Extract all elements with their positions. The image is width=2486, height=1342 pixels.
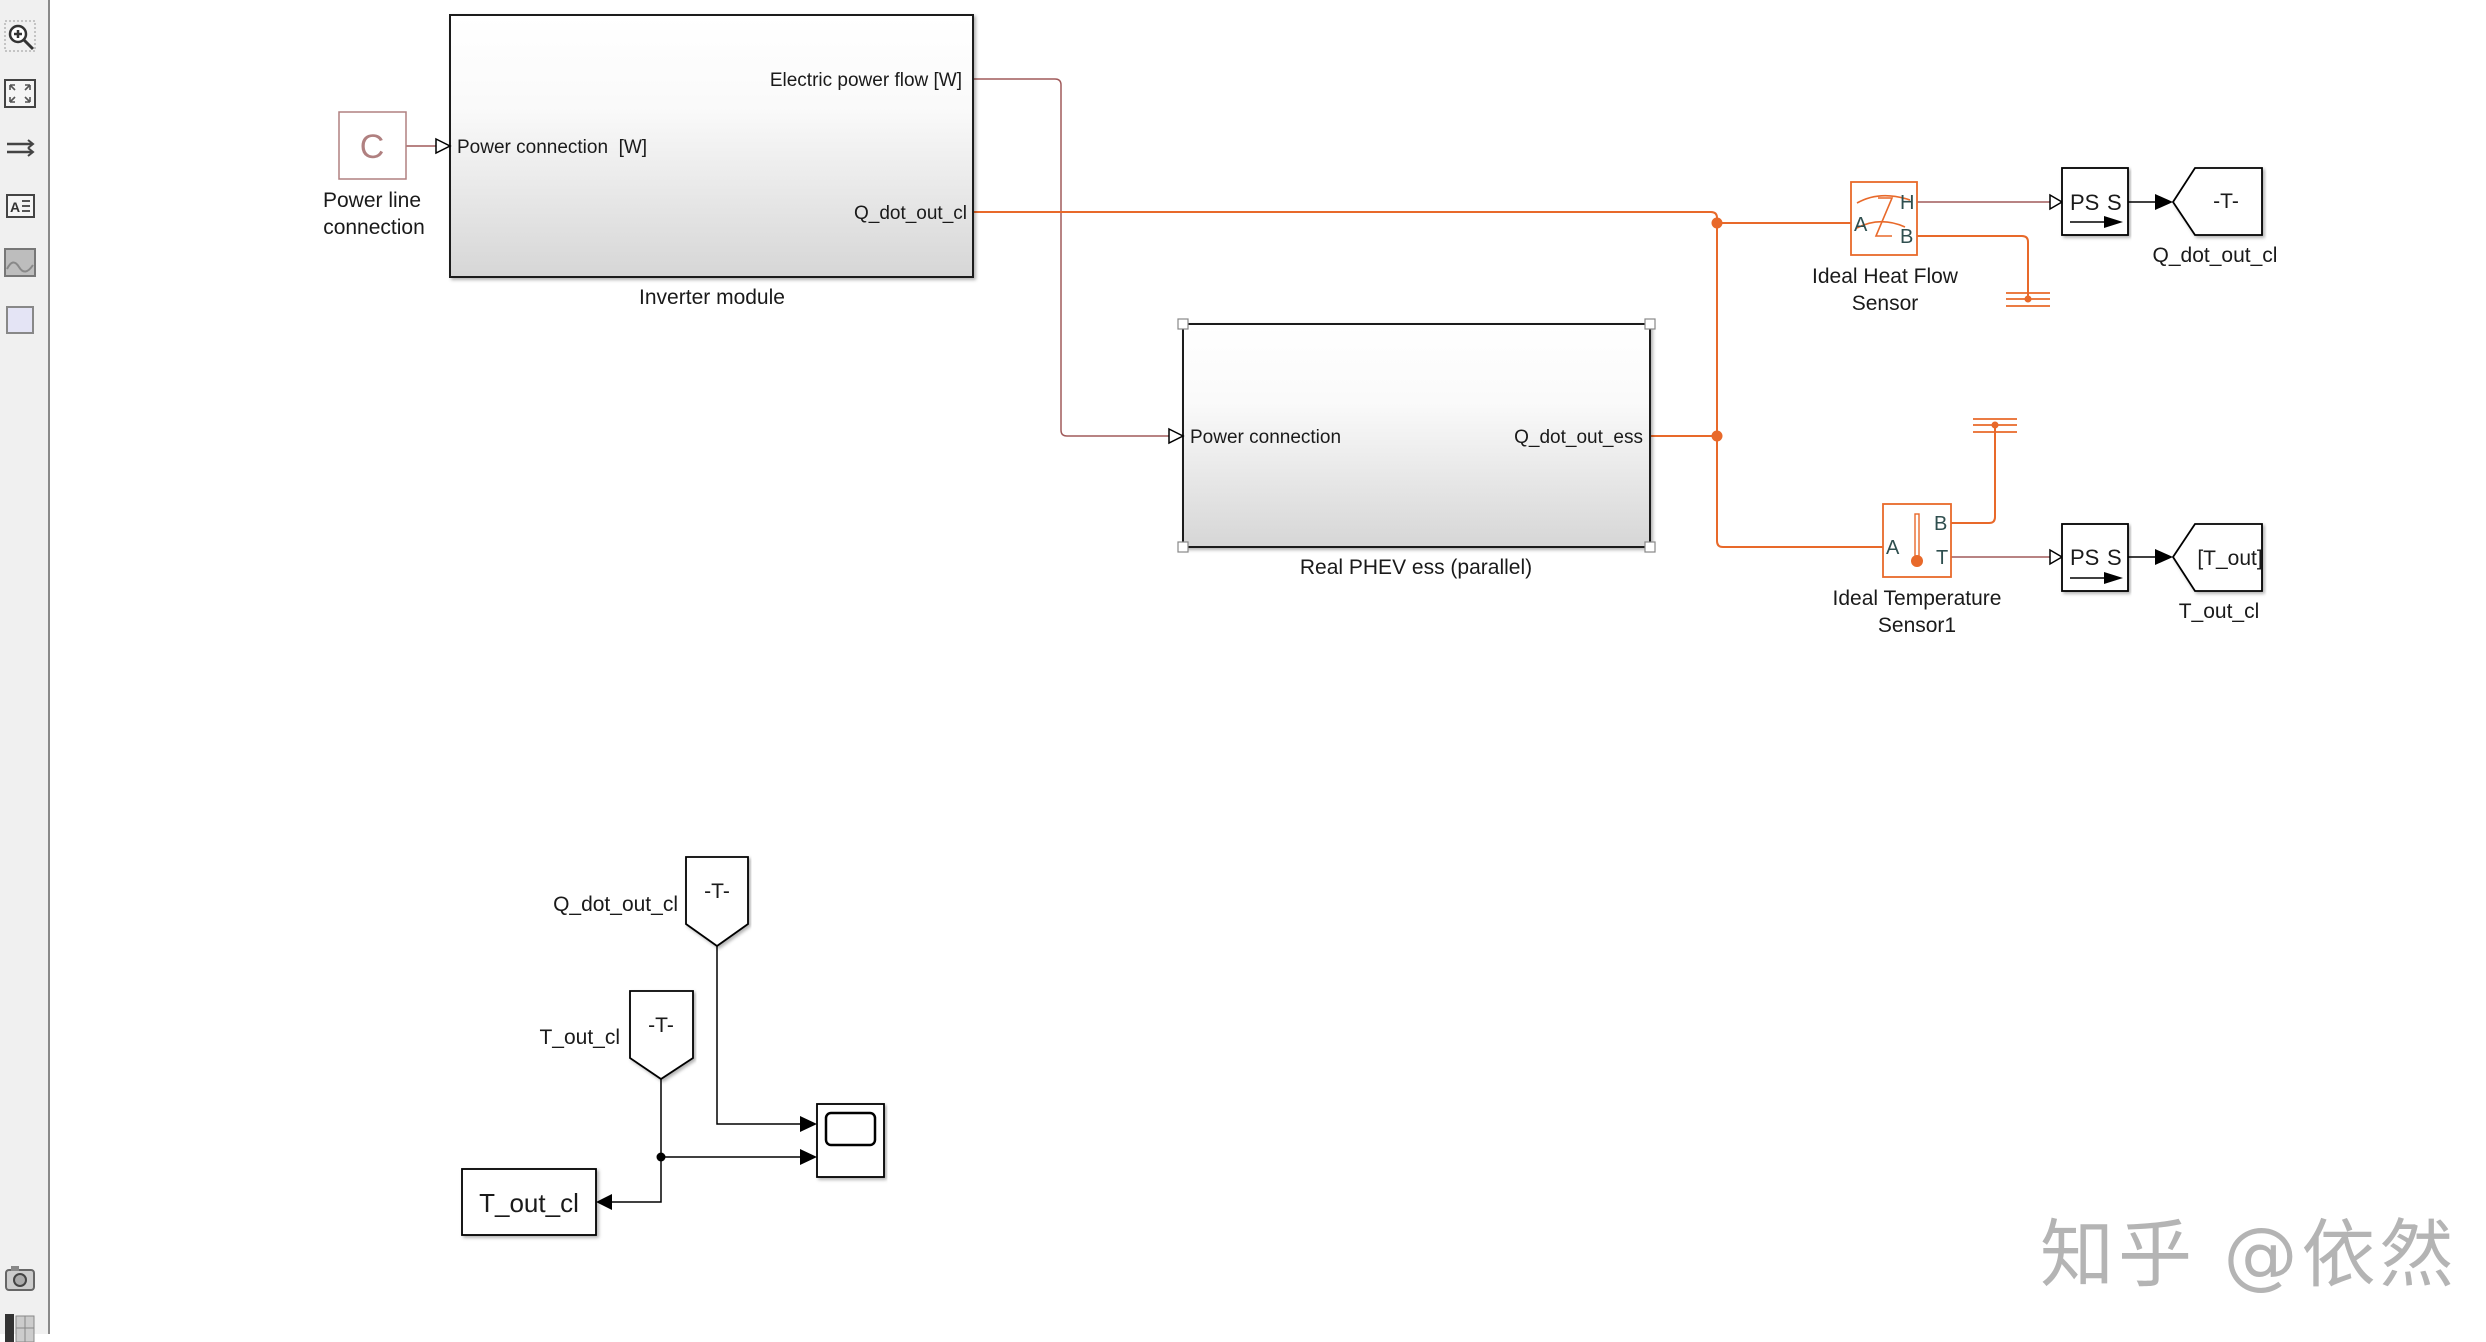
signal-lines-icon — [7, 139, 35, 157]
block-label: T_out_cl — [2179, 600, 2260, 623]
scope-screen-icon — [824, 1111, 877, 1147]
signal-to-workspace[interactable] — [612, 1157, 662, 1203]
connection-port-glyph: C — [360, 128, 385, 166]
block-label: connection — [323, 216, 425, 239]
image-button[interactable] — [4, 247, 36, 279]
wire-q-dot-out-cl[interactable] — [973, 211, 1718, 223]
input-port-arrow — [435, 137, 452, 155]
port-label-h: H — [1900, 192, 1914, 214]
input-port-arrow — [1168, 427, 1185, 445]
port-label-electric-power-flow: Electric power flow [W] — [770, 70, 962, 91]
thermal-reference-ground[interactable] — [1973, 418, 2017, 433]
fit-to-view-icon — [4, 79, 36, 108]
ps-label: PS — [2070, 545, 2099, 570]
ideal-temperature-sensor-block[interactable]: A B T Ideal Temperature Sensor1 — [1833, 503, 2002, 637]
block-label: Real PHEV ess (parallel) — [1300, 556, 1532, 579]
selection-handles[interactable] — [1177, 318, 1656, 553]
signal-from-t-to-scope[interactable] — [660, 1079, 800, 1158]
arrow-icon — [2104, 572, 2123, 584]
zoom-in-icon — [4, 20, 36, 52]
input-port-arrow — [2049, 548, 2064, 566]
ps-simulink-converter-2[interactable]: PS S — [2049, 523, 2129, 592]
watermark: 知乎 @依然 — [2040, 1212, 2458, 1298]
thermometer-icon — [1911, 513, 1923, 567]
screenshot-button[interactable] — [4, 1262, 36, 1294]
real-phev-ess-subsystem[interactable]: Power connection Q_dot_out_ess Real PHEV… — [1168, 318, 1656, 579]
thermal-reference-ground[interactable] — [2006, 292, 2050, 307]
arrowhead — [800, 1149, 817, 1165]
to-workspace-block[interactable]: T_out_cl — [461, 1168, 597, 1236]
port-label-b: B — [1934, 513, 1947, 535]
port-label-a: A — [1854, 214, 1868, 236]
image-icon — [4, 248, 36, 277]
block-label: T_out_cl — [539, 1026, 620, 1049]
goto-block-t-out-cl[interactable]: [T_out] T_out_cl — [2171, 523, 2263, 623]
ideal-heat-flow-sensor-block[interactable]: A H B Ideal Heat Flow Sensor — [1812, 181, 1959, 315]
block-label: Q_dot_out_cl — [553, 893, 678, 916]
ps-label: PS — [2070, 190, 2099, 215]
power-line-connection-block[interactable]: C Power line connection — [323, 111, 425, 239]
block-label: Sensor — [1852, 292, 1919, 315]
svg-text:A: A — [10, 199, 20, 215]
signal-lines-button[interactable] — [4, 132, 36, 164]
from-block-t-out-cl[interactable]: -T- T_out_cl — [539, 990, 694, 1081]
goto-tag: [T_out] — [2197, 547, 2262, 570]
arrow-icon — [2104, 216, 2123, 228]
arrowhead — [596, 1194, 612, 1210]
signal-from-q-to-scope[interactable] — [716, 946, 800, 1125]
port-label-b: B — [1900, 226, 1913, 248]
wire-electric-power-flow[interactable] — [973, 78, 1170, 437]
from-tag: -T- — [648, 1014, 674, 1037]
block-label: Sensor1 — [1878, 614, 1956, 637]
port-label-power-connection: Power connection [W] — [457, 137, 647, 158]
connection-lines — [406, 78, 2173, 1210]
block-label: Ideal Temperature — [1833, 587, 2002, 610]
camera-icon — [5, 1266, 35, 1291]
fit-to-view-button[interactable] — [4, 78, 36, 110]
scope-block[interactable] — [816, 1103, 885, 1178]
port-label-power-connection: Power connection — [1190, 427, 1341, 448]
from-block-q-dot-out-cl[interactable]: -T- Q_dot_out_cl — [553, 856, 749, 948]
block-label: Q_dot_out_cl — [2153, 244, 2278, 267]
zoom-in-button[interactable] — [4, 20, 36, 52]
arrowhead — [2155, 549, 2173, 565]
area-button[interactable] — [4, 304, 36, 336]
arrowhead — [2155, 194, 2173, 210]
from-tag: -T- — [704, 880, 730, 903]
heat-flow-sensor-icon — [1856, 194, 1911, 237]
wire-heat-sensor-b-ground[interactable] — [1917, 235, 2029, 299]
s-label: S — [2107, 545, 2122, 570]
port-label-t: T — [1936, 547, 1948, 569]
ps-simulink-converter-1[interactable]: PS S — [2049, 167, 2129, 236]
port-label-q-dot-out-ess: Q_dot_out_ess — [1514, 427, 1643, 448]
block-label: Power line — [323, 189, 421, 212]
port-label-a: A — [1886, 537, 1900, 559]
junction-dot — [656, 1152, 666, 1162]
wire-to-temp-sensor-a[interactable] — [1716, 540, 1883, 548]
s-label: S — [2107, 190, 2122, 215]
workspace-variable-name: T_out_cl — [479, 1188, 579, 1218]
wire-temp-sensor-b-ground[interactable] — [1951, 425, 1996, 524]
annotation-button[interactable]: A — [4, 190, 36, 222]
goto-block-q-dot-out-cl[interactable]: -T- Q_dot_out_cl — [2153, 167, 2278, 267]
junction-dot — [1711, 217, 1723, 229]
palette-toolbar: A — [0, 0, 50, 1342]
port-label-q-dot-out-cl: Q_dot_out_cl — [854, 203, 967, 224]
input-port-arrow — [2049, 193, 2064, 211]
annotation-icon: A — [6, 194, 35, 218]
arrowhead — [800, 1116, 817, 1132]
inverter-module-subsystem[interactable]: Power connection [W] Electric power flow… — [435, 14, 974, 309]
block-label: Inverter module — [639, 286, 785, 309]
area-icon — [6, 306, 34, 334]
junction-dot — [1711, 430, 1723, 442]
block-label: Ideal Heat Flow — [1812, 265, 1959, 288]
goto-tag: -T- — [2213, 190, 2239, 213]
